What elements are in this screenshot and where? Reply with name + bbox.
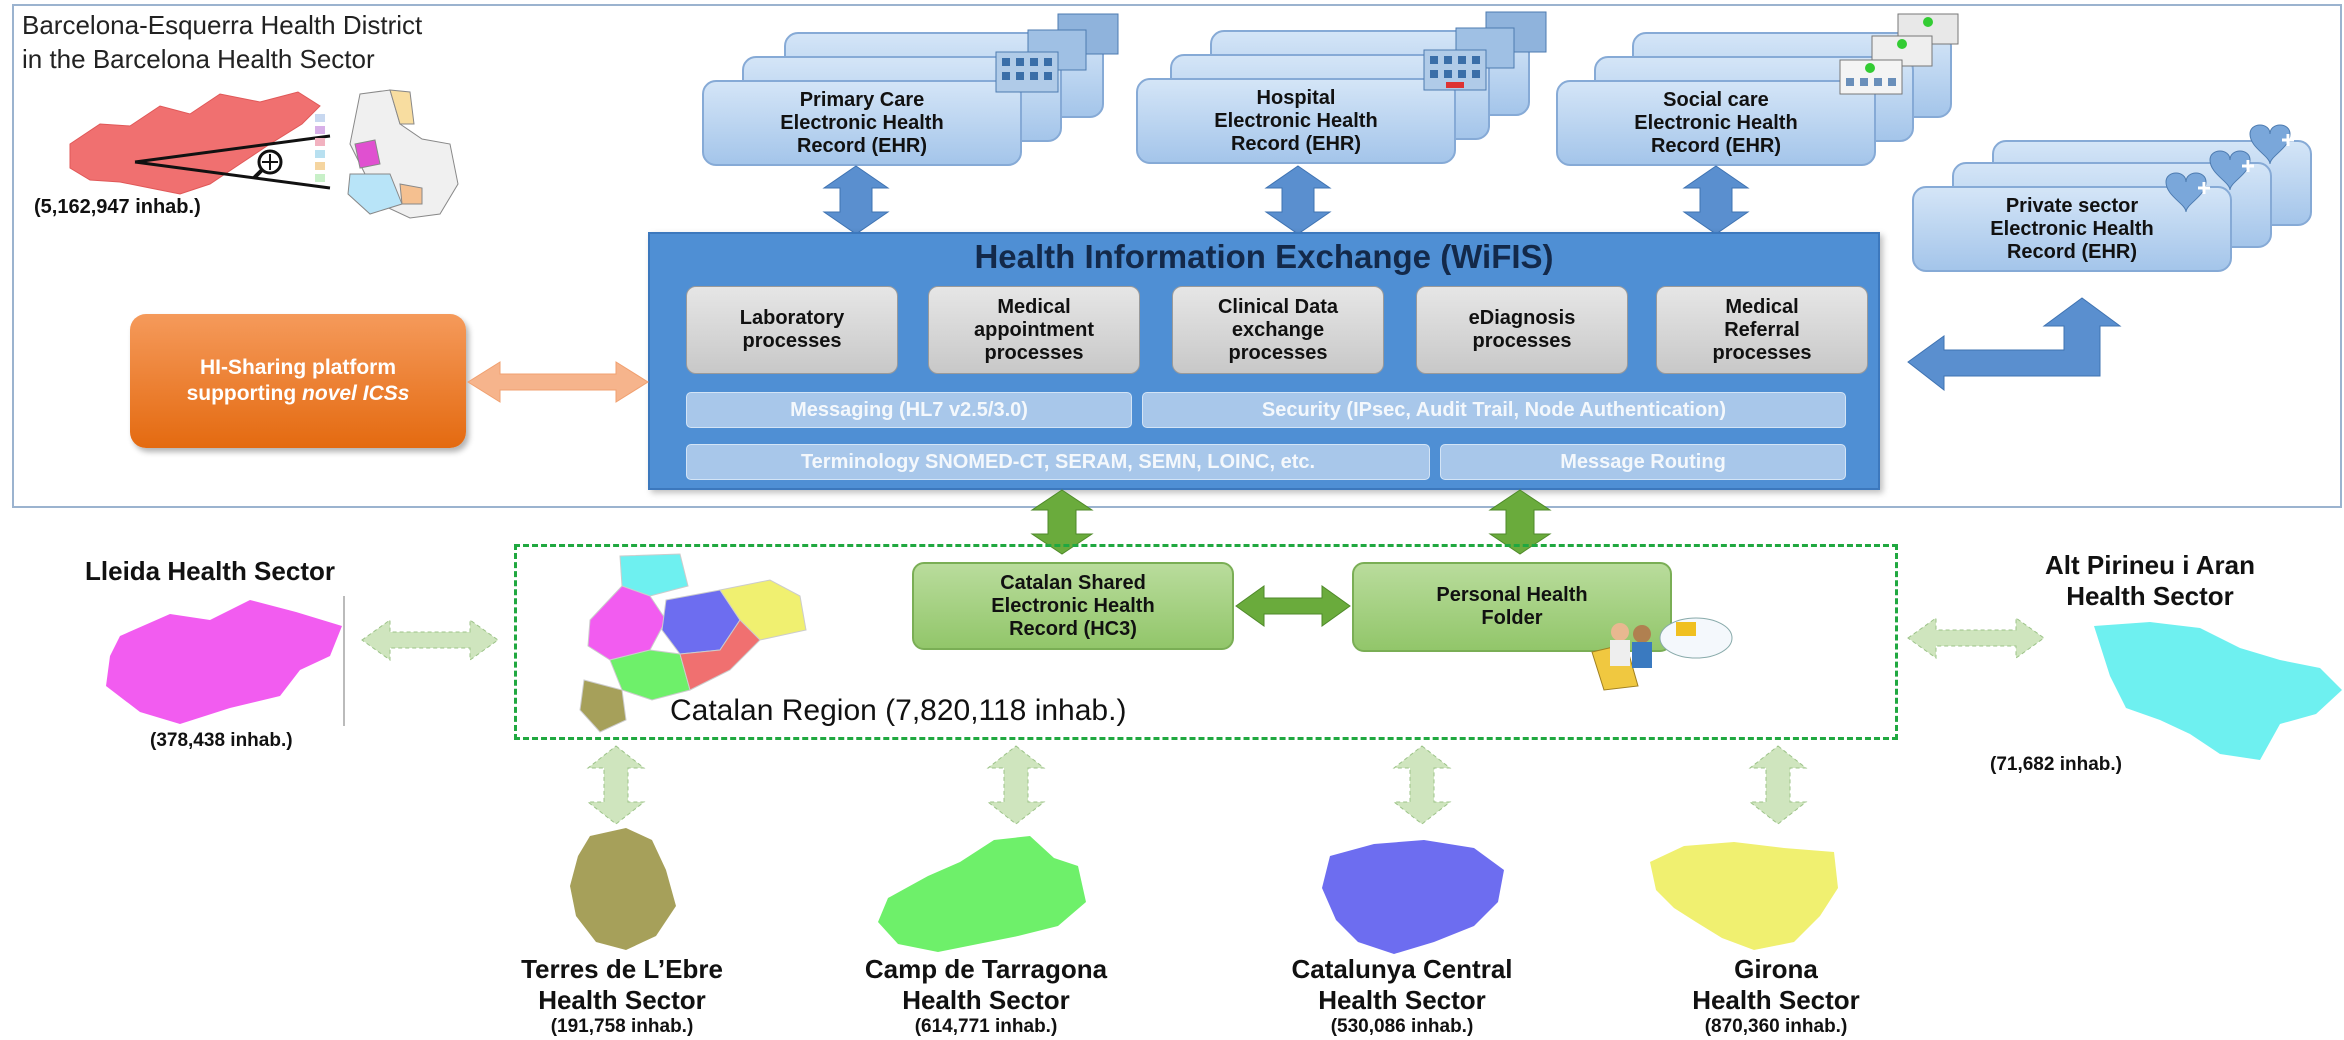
terminology-bar: Terminology SNOMED-CT, SERAM, SEMN, LOIN… [686,444,1430,480]
terres-ebre-map [570,828,676,950]
lleida-catalan-arrow [361,619,499,661]
alt-pirineu-map [2094,622,2342,760]
social-care-building-icon [1839,13,1959,95]
private-heart-icons [2165,124,2294,213]
district-population: (5,162,947 inhab.) [34,196,201,218]
girona-sector: Girona Health Sector (870,360 inhab.) [1692,954,1860,1037]
hie-hc3-arrow [1030,489,1094,555]
alt-pirineu-population: (71,682 inhab.) [1990,754,2122,775]
lleida-sector-title: Lleida Health Sector [85,556,335,586]
camp-tarragona-arrow [986,745,1046,825]
catalunya-central-sector: Catalunya Central Health Sector (530,086… [1291,954,1513,1037]
primary-care-building-icon [995,13,1119,93]
security-bar: Security (IPsec, Audit Trail, Node Authe… [1142,392,1846,428]
camp-tarragona-map [878,836,1086,952]
primary-hie-arrow [822,165,890,235]
district-title: Barcelona-Esquerra Health District in th… [22,10,423,74]
primary-care-ehr: Primary Care Electronic Health Record (E… [702,80,1022,166]
alt-pirineu-sector-title: Alt Pirineu i Aran Health Sector [2045,550,2255,611]
health-information-exchange: Health Information Exchange (WiFIS) Labo… [648,232,1880,490]
hie-title: Health Information Exchange (WiFIS) [974,238,1554,275]
message-routing-bar: Message Routing [1440,444,1846,480]
messaging-bar: Messaging (HL7 v2.5/3.0) [686,392,1132,428]
hospital-ehr: Hospital Electronic Health Record (EHR) [1136,78,1456,164]
lleida-population: (378,438 inhab.) [150,730,293,751]
hospital-building-icon [1423,11,1547,91]
social-hie-arrow [1682,165,1750,235]
catalan-region-box [514,544,1898,740]
private-hie-elbow-arrow [1907,297,2122,392]
hospital-hie-arrow [1264,165,1332,235]
hc3-phf-arrow [1235,585,1351,627]
hi-sharing-platform: HI-Sharing platform supporting novel ICS… [130,314,466,448]
terres-ebre-arrow [586,745,646,825]
hc3-shared-ehr: Catalan Shared Electronic Health Record … [912,562,1234,650]
terres-ebre-sector: Terres de L’Ebre Health Sector (191,758 … [521,954,723,1037]
girona-map [1650,842,1838,950]
hie-phf-arrow [1488,489,1552,555]
alt-pirineu-catalan-arrow [1907,617,2045,659]
catalan-region-label: Catalan Region (7,820,118 inhab.) [670,694,1127,727]
catalunya-central-map [1322,840,1504,954]
lleida-map [106,596,345,726]
social-care-ehr: Social care Electronic Health Record (EH… [1556,80,1876,166]
barcelona-district-map [69,89,459,219]
girona-arrow [1748,745,1808,825]
camp-tarragona-sector: Camp de Tarragona Health Sector (614,771… [864,954,1108,1037]
catalunya-central-arrow [1392,745,1452,825]
district-frame [12,4,2342,508]
hi-sharing-hie-arrow [467,361,649,403]
people-cloud-lock-icon [1591,617,1733,691]
catalonia-map [579,553,807,733]
